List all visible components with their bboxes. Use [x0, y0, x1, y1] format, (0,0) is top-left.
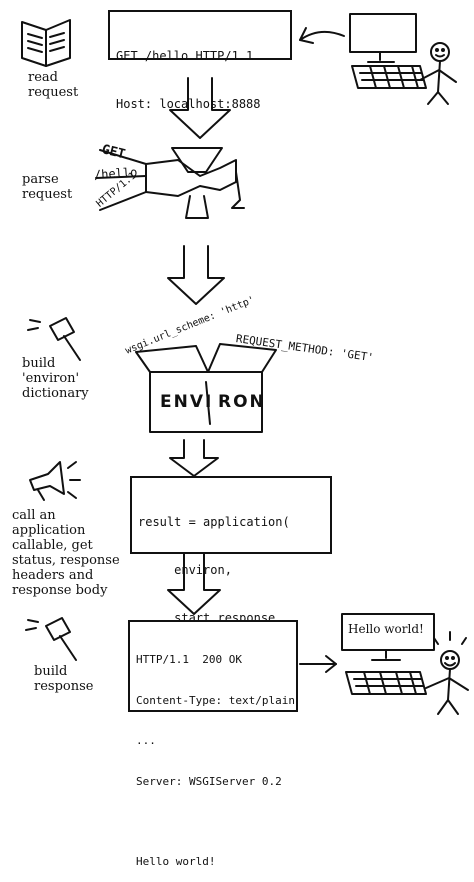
box-icon — [135, 343, 277, 433]
request-line: Host: localhost:8888 — [116, 97, 261, 111]
response-line: ... — [136, 734, 156, 747]
response-line: Hello world! — [136, 855, 216, 868]
build-response-label: build response — [34, 664, 94, 694]
keyboard-icon — [345, 671, 427, 695]
request-line: GET /hello HTTP/1.1 — [116, 49, 254, 63]
http-response-box: HTTP/1.1 200 OK Content-Type: text/plain… — [128, 620, 298, 868]
environ-box-label-left: ENVI — [160, 392, 214, 412]
hammer-icon — [25, 617, 77, 661]
megaphone-icon — [29, 461, 81, 501]
down-arrow — [169, 77, 231, 139]
response-line — [136, 815, 290, 828]
screen-hello-text: Hello world! — [348, 622, 424, 636]
parse-request-label: parse request — [22, 172, 73, 202]
build-environ-label: build 'environ' dictionary — [22, 356, 89, 401]
response-line: Content-Type: text/plain — [136, 693, 295, 707]
meat-grinder-icon — [95, 147, 245, 219]
read-request-label: read request — [28, 70, 79, 100]
down-arrow — [167, 245, 225, 305]
stick-figure-icon — [419, 42, 457, 105]
flow-arrow — [299, 30, 345, 41]
stick-figure-icon — [425, 631, 469, 715]
keyboard-icon — [351, 65, 427, 89]
call-application-label: call an application callable, get status… — [12, 508, 120, 598]
http-request-box: GET /hello HTTP/1.1 Host: localhost:8888 — [108, 10, 292, 111]
code-line: environ, — [138, 563, 232, 577]
computer-icon — [349, 13, 417, 63]
application-call-box: result = application( environ, start_res… — [130, 476, 332, 673]
environ-box-label-right: RON — [218, 392, 266, 412]
book-icon — [21, 19, 71, 67]
code-line: result = application( — [138, 515, 290, 529]
response-line: Server: WSGIServer 0.2 — [136, 774, 282, 788]
hammer-icon — [27, 317, 81, 361]
computer-icon — [341, 613, 435, 661]
down-arrow — [167, 553, 221, 615]
response-line: HTTP/1.1 200 OK — [136, 653, 242, 666]
down-arrow — [169, 439, 219, 477]
